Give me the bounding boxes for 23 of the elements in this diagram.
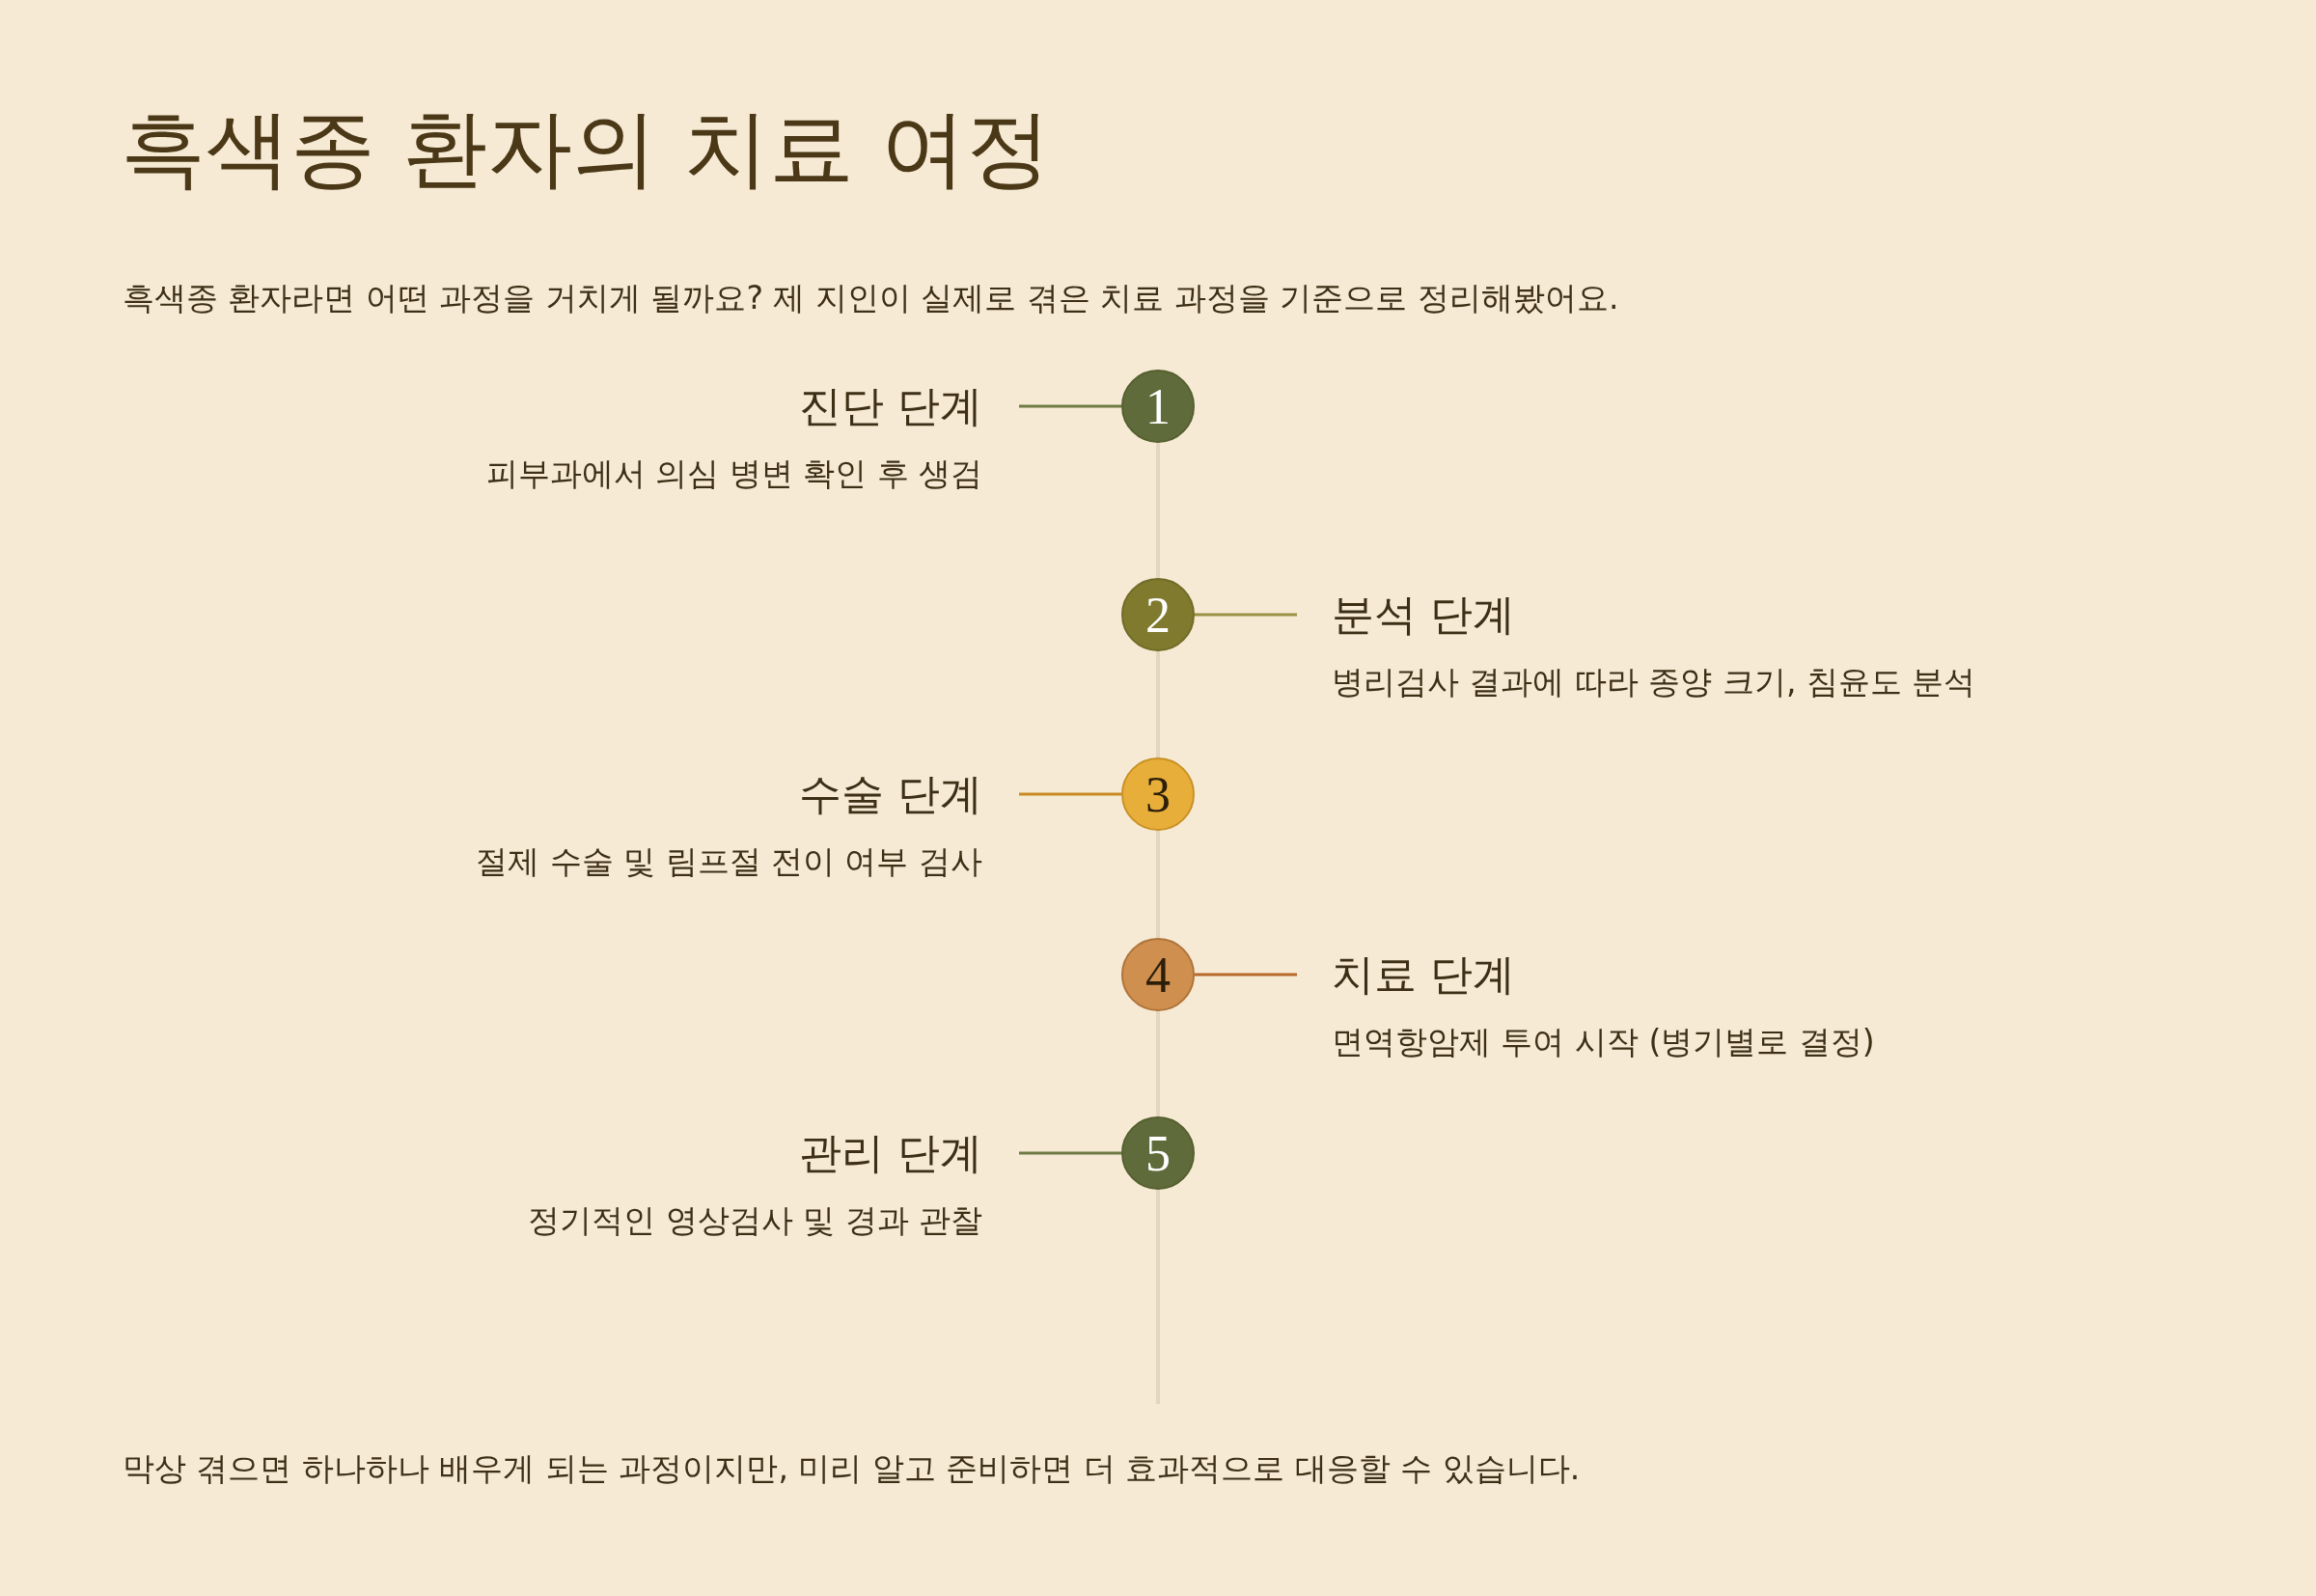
step-description: 절제 수술 및 림프절 전이 여부 검사 (476, 841, 982, 882)
step-description: 정기적인 영상검사 및 경과 관찰 (528, 1200, 982, 1241)
step-number-circle: 1 (1121, 370, 1195, 443)
connector-line (1019, 792, 1121, 796)
connector-line (1019, 1151, 1121, 1155)
connector-line (1195, 973, 1297, 977)
connector-line (1019, 404, 1121, 408)
step-number-circle: 3 (1121, 757, 1195, 831)
connector-line (1195, 613, 1297, 617)
step-heading: 치료 단계 (1332, 949, 1515, 1001)
step-description: 병리검사 결과에 따라 종양 크기, 침윤도 분석 (1332, 662, 1976, 702)
step-heading: 진단 단계 (799, 380, 982, 432)
step-number-circle: 2 (1121, 578, 1195, 651)
footer-note: 막상 겪으면 하나하나 배우게 되는 과정이지만, 미리 알고 준비하면 더 효과적으로 대응할 수 있습니다. (123, 1448, 1581, 1489)
title: 흑색종 환자의 치료 여정 (121, 97, 1051, 200)
step-number-circle: 5 (1121, 1116, 1195, 1190)
step-description: 면역항암제 투여 시작 (병기별로 결정) (1332, 1022, 1875, 1062)
step-description: 피부과에서 의심 병변 확인 후 생검 (485, 454, 982, 494)
step-heading: 수술 단계 (799, 768, 982, 820)
step-heading: 분석 단계 (1332, 589, 1515, 641)
step-heading: 관리 단계 (799, 1127, 982, 1179)
step-number-circle: 4 (1121, 938, 1195, 1011)
intro-text: 흑색종 환자라면 어떤 과정을 거치게 될까요? 제 지인이 실제로 겪은 치료 과정을 기준으로 정리해봤어요. (123, 278, 1619, 318)
